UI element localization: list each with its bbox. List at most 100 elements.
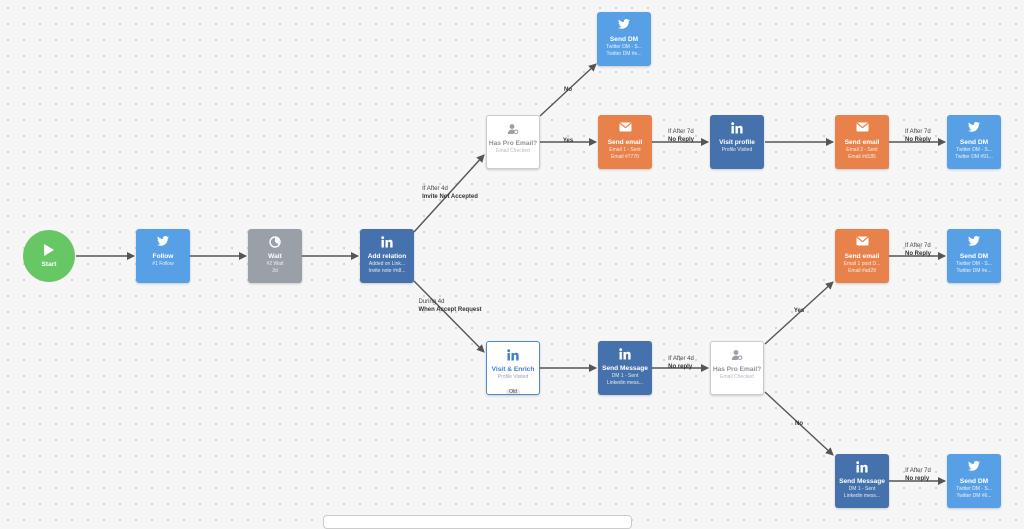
node-title: Send email [844,253,880,260]
edge-addrelation-visitenrich [413,280,485,353]
node-detail: Email 1 post D... [843,261,881,267]
add-relation-node[interactable]: Add relation Added on Link... Invite not… [360,229,414,283]
node-title: Follow [152,253,174,260]
edge-label-yes-bottom[interactable]: Yes [794,307,804,315]
node-title: Send Message [839,478,885,485]
bottom-toolbar[interactable] [323,515,632,529]
node-title: Add relation [367,253,407,260]
wait-node[interactable]: Wait #2 Wait 2d [248,229,302,283]
edge-timing: During 4d [418,299,445,305]
node-detail: Profile Visited [721,147,753,153]
send-dm-bottom-node[interactable]: Send DM Twitter DM - S... Twitter DM #6.… [947,454,1001,508]
node-title: Visit profile [719,139,755,146]
send-dm-top-node[interactable]: Send DM Twitter DM - S... Twitter DM #e.… [597,12,651,66]
node-detail: Linkedin mess... [606,380,644,386]
send-dm-lower-node[interactable]: Send DM Twitter DM - S... Twitter DM #e.… [947,229,1001,283]
edge-label-invite-not-accepted[interactable]: If After 4d Invite Not Accepted [422,185,478,201]
edge-timing: If After 7d [905,468,931,474]
has-pro-email-top-node[interactable]: Has Pro Email? Email Checked [486,115,540,169]
node-detail: DM 1 - Sent [848,486,876,492]
edge-timing: If After 4d [668,356,694,362]
node-detail: Twitter DM - S... [606,44,642,50]
edge-condition: Invite Not Accepted [422,194,478,200]
edge-condition: Yes [793,308,805,314]
twitter-icon [947,236,1001,250]
status-badge: Old [506,389,520,394]
envelope-icon [598,122,652,136]
edge-label-yes-top[interactable]: Yes [563,137,573,145]
send-message-1-node[interactable]: Send Message DM 1 - Sent Linkedin mess..… [598,341,652,395]
edge-label-no-reply-4[interactable]: If After 7d No Reply [905,242,931,258]
node-detail: Invite note #n8... [368,268,406,274]
edge-timing: If After 7d [904,129,931,135]
edge-addrelation-hasproemail [413,154,485,233]
edge-label-no-reply-3[interactable]: If After 4d No reply [668,355,694,371]
node-detail: Email Checked [496,148,530,154]
node-detail: Twitter DM #e... [956,268,992,274]
edge-condition: No Reply [667,137,695,143]
user-search-icon [487,123,539,137]
linkedin-icon [835,461,889,475]
visit-profile-node[interactable]: Visit profile Profile Visited [710,115,764,169]
edge-label-no-reply-5[interactable]: If After 7d No reply [905,467,931,483]
edge-timing: If After 4d [422,186,448,192]
node-detail: Email #d185 [848,154,876,160]
edge-condition: No Reply [904,137,932,143]
envelope-icon [835,122,889,136]
linkedin-icon [598,348,652,362]
edge-label-when-accept-request[interactable]: During 4d When Accept Request [418,298,481,314]
node-title: Send DM [959,478,989,485]
linkedin-icon [710,122,764,136]
edge-condition: No reply [668,364,693,370]
send-dm-mid-node[interactable]: Send DM Twitter DM - S... Twitter DM #91… [947,115,1001,169]
edge-label-no-reply-1[interactable]: If After 7d No Reply [668,128,694,144]
node-detail: #2 Wait [266,261,284,267]
edge-condition: No [795,421,803,427]
node-title: Has Pro Email? [712,366,762,373]
edge-label-no-top[interactable]: No [564,86,572,94]
edge-condition: When Accept Request [418,307,482,313]
send-message-2-node[interactable]: Send Message DM 1 - Sent Linkedin mess..… [835,454,889,508]
node-detail: Email 1 - Sent [609,147,641,153]
edge-hasproemail-sendemail3 [764,281,834,345]
start-label: Start [41,261,57,268]
node-detail: Twitter DM #e... [606,51,642,57]
node-detail: Email 2 - Sent [846,147,878,153]
send-email-2-node[interactable]: Send email Email 2 - Sent Email #d185 [835,115,889,169]
node-detail: #1 Follow [152,261,174,267]
node-title: Send DM [959,253,989,260]
node-detail: Twitter DM - S... [956,147,992,153]
edge-hasproemail-senddm [539,63,597,117]
node-detail: Email #ad29 [848,268,876,274]
twitter-icon [947,122,1001,136]
node-detail: Added on Link... [368,261,406,267]
twitter-icon [597,19,651,33]
linkedin-icon [487,349,539,363]
edge-condition: No [564,87,572,93]
send-email-3-node[interactable]: Send email Email 1 post D... Email #ad29 [835,229,889,283]
node-title: Send email [844,139,880,146]
twitter-icon [947,461,1001,475]
envelope-icon [835,236,889,250]
clock-icon [248,236,302,250]
edge-hasproemail-sendmessage2 [764,391,834,456]
start-node[interactable]: Start [23,230,75,282]
edge-label-no-bottom[interactable]: No [795,420,803,428]
linkedin-icon [360,236,414,250]
node-title: Send DM [609,36,639,43]
user-search-icon [711,349,763,363]
send-email-1-node[interactable]: Send email Email 1 - Sent Email #7770 [598,115,652,169]
node-detail: Twitter DM - S... [956,261,992,267]
node-title: Has Pro Email? [488,140,538,147]
play-icon [44,244,54,256]
follow-node[interactable]: Follow #1 Follow [136,229,190,283]
node-detail: Email #7770 [611,154,639,160]
edge-condition: No Reply [904,251,932,257]
node-detail: Linkedin mess... [843,493,881,499]
edge-label-no-reply-2[interactable]: If After 7d No Reply [905,128,931,144]
has-pro-email-bottom-node[interactable]: Has Pro Email? Email Checked [710,341,764,395]
node-detail: Twitter DM #6... [956,493,992,499]
visit-enrich-node[interactable]: Visit & Enrich Profile Visited Old [486,341,540,395]
edge-condition: Yes [562,138,574,144]
